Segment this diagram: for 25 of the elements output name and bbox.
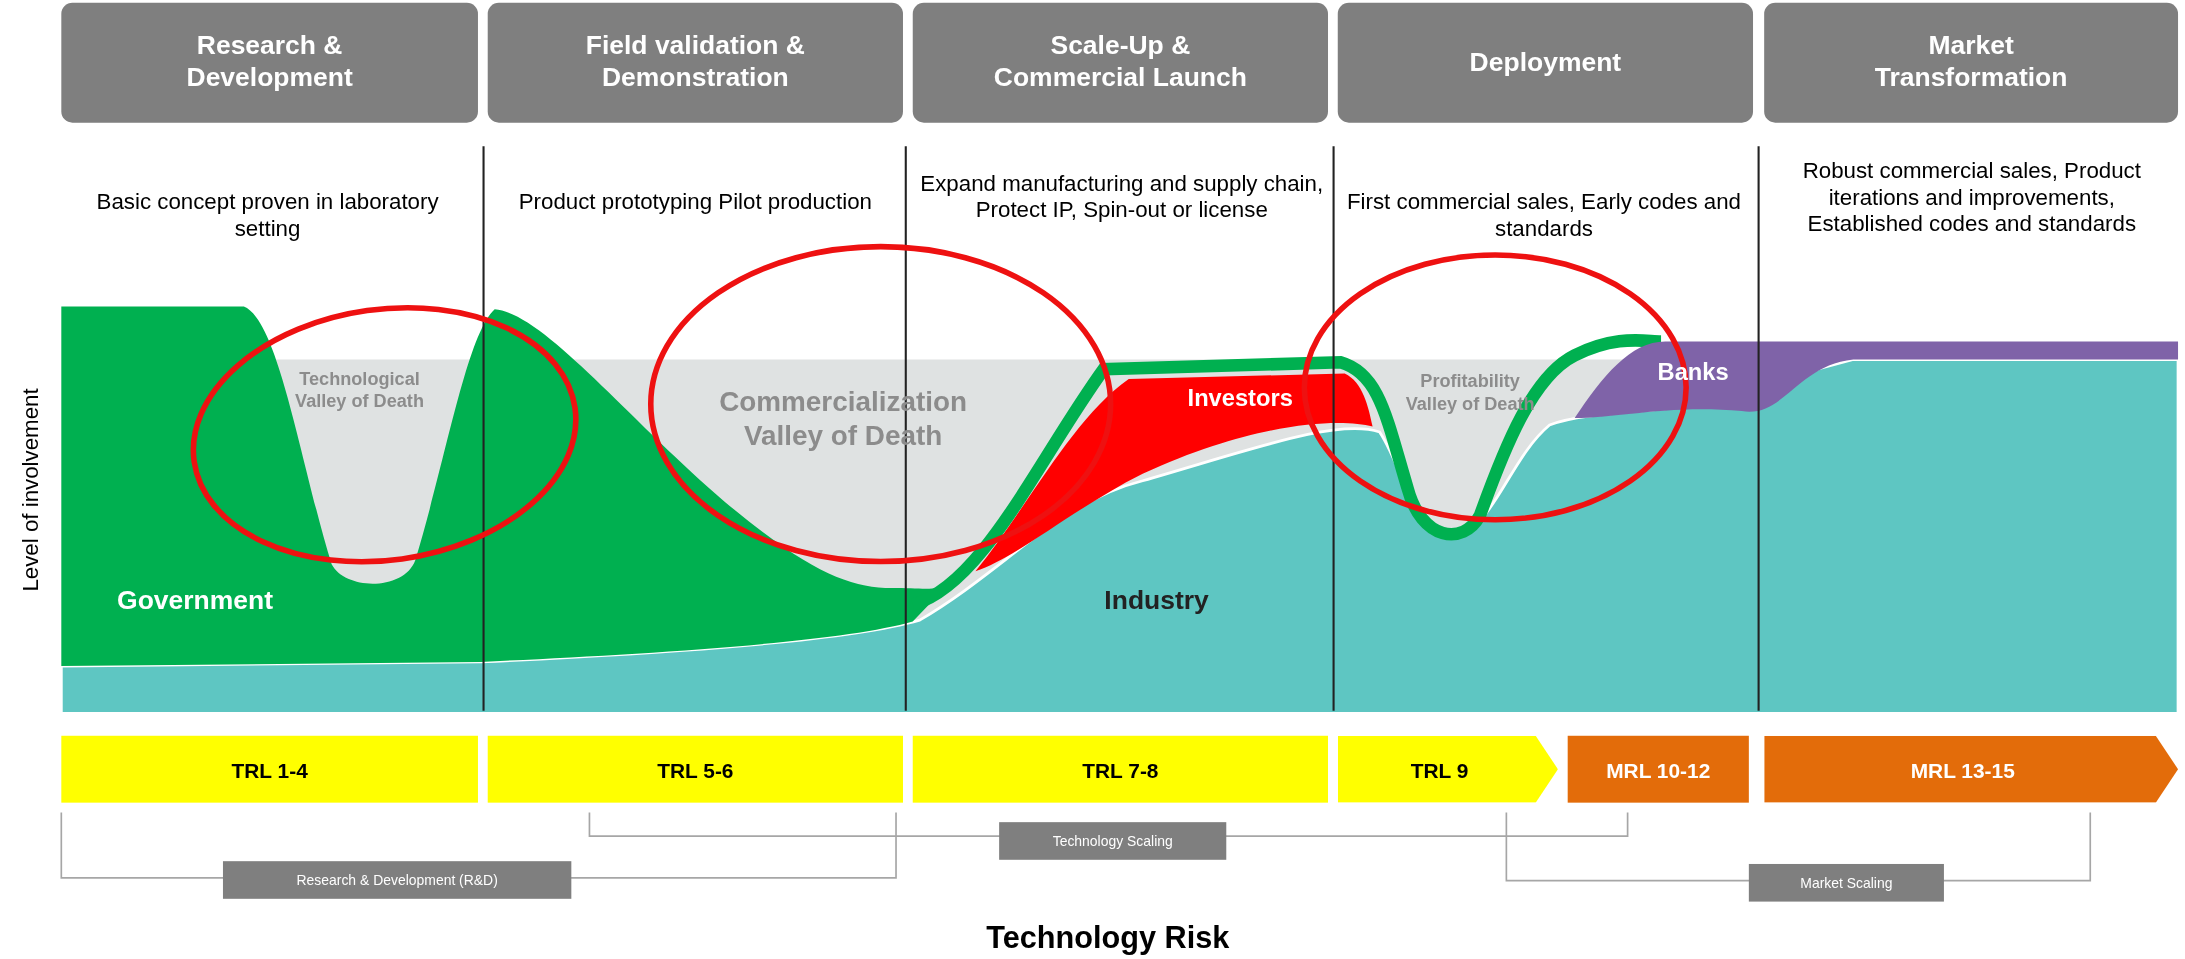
description-text: Expand manufacturing and supply chain, Protect IP, Spin-out or license — [919, 170, 1324, 224]
phase-header: Research & Development — [61, 2, 478, 123]
level-bar: TRL 7-8 — [912, 735, 1328, 803]
description-text: Basic concept proven in laboratory setting — [95, 188, 440, 242]
phase-header: Field validation & Demonstration — [487, 2, 903, 123]
bracket-label: Research & Development (R&D) — [222, 861, 572, 899]
axis-title: Level of involvement — [17, 387, 44, 594]
description-text: First commercial sales, Early codes and standards — [1345, 188, 1742, 242]
area-label: Investors — [1186, 384, 1294, 413]
valley-label: Technological Valley of Death — [294, 367, 425, 412]
phase-header: Scale-Up & Commercial Launch — [912, 2, 1328, 123]
pointed-level-bar: MRL 13-15 — [1764, 735, 2179, 803]
pointed-level-bar: TRL 9 — [1337, 735, 1558, 803]
area-label: Industry — [1103, 585, 1210, 617]
bracket-label: Technology Scaling — [999, 822, 1227, 860]
phase-header: Market Transformation — [1764, 2, 2179, 123]
level-bar: TRL 1-4 — [61, 735, 478, 803]
bracket-label: Market Scaling — [1748, 863, 1944, 902]
description-text: Product prototyping Pilot production — [517, 188, 873, 215]
phase-header: Deployment — [1337, 2, 1753, 123]
level-bar: TRL 5-6 — [487, 735, 903, 803]
area-label: Government — [116, 585, 275, 617]
axis-title: Technology Risk — [985, 919, 1231, 957]
description-text: Robust commercial sales, Product iterations and improvements, Established codes and standards — [1801, 157, 2142, 238]
level-bar: MRL 10-12 — [1567, 735, 1749, 803]
